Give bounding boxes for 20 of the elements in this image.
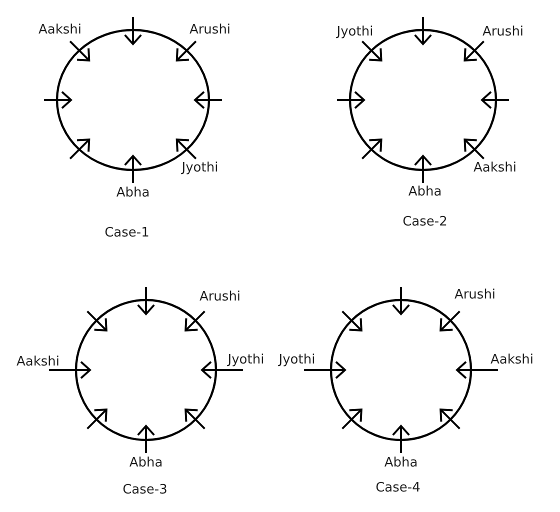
person-name: Jyothi [182, 160, 218, 176]
person-name: Abha [116, 186, 150, 200]
person-name: Aakshi [474, 160, 516, 176]
case-caption: Case-3 [122, 482, 168, 498]
person-name: Abha [129, 456, 163, 470]
person-name: Aakshi [38, 22, 82, 38]
person-name: Aakshi [16, 354, 60, 370]
case-caption: Case-2 [402, 214, 448, 230]
person-name: Abha [408, 184, 442, 200]
person-name: Arushi [189, 22, 231, 38]
case-caption: Case-1 [104, 226, 150, 240]
person-name: Arushi [454, 288, 496, 302]
person-name: Jyothi [278, 352, 316, 368]
case-caption: Case-4 [376, 480, 420, 496]
person-name: Jyothi [336, 24, 374, 40]
person-name: Arushi [199, 290, 241, 304]
person-name: Abha [384, 456, 418, 470]
person-name: Arushi [482, 24, 524, 40]
person-name: Jyothi [228, 352, 264, 368]
person-name: Aakshi [490, 352, 534, 368]
